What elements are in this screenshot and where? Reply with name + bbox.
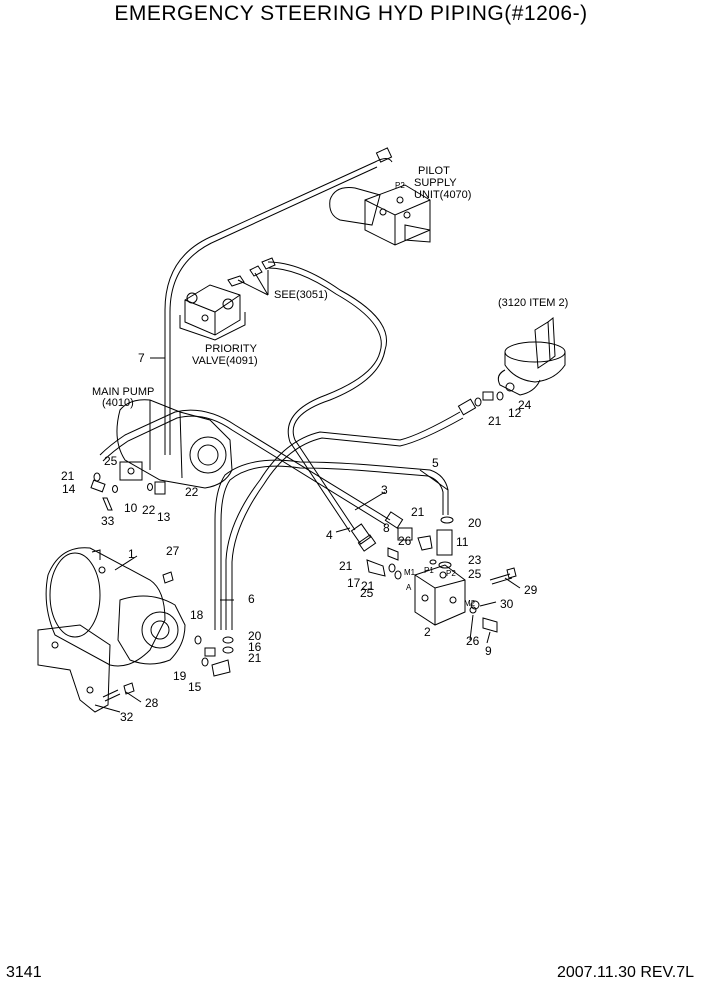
callout: 26 <box>466 634 480 648</box>
callout: 21 <box>248 651 262 665</box>
callout: 25 <box>104 454 118 468</box>
callout: 18 <box>190 608 204 622</box>
callout: 7 <box>138 351 145 365</box>
callout: 23 <box>468 553 482 567</box>
hose-5 <box>214 459 449 630</box>
label-port-m1: M1 <box>404 568 416 577</box>
callout: 33 <box>101 514 115 528</box>
callout: 25 <box>468 567 482 581</box>
callout: 11 <box>456 535 469 549</box>
callout: 9 <box>485 644 492 658</box>
label-see: SEE(3051) <box>274 289 328 301</box>
hose-3 <box>99 409 391 521</box>
callout: 8 <box>383 521 390 535</box>
callout: 21 <box>411 505 425 519</box>
callout: 17 <box>347 576 361 590</box>
callout: 24 <box>518 398 532 412</box>
callout: 20 <box>468 516 482 530</box>
callout: 14 <box>62 482 76 496</box>
callout: 27 <box>166 544 180 558</box>
callout: 29 <box>524 583 538 597</box>
callout: 21 <box>488 414 502 428</box>
hose-4 <box>267 261 387 531</box>
label-supply: SUPPLY <box>414 177 457 189</box>
leader-lines <box>94 270 521 713</box>
callout: 21 <box>61 469 75 483</box>
label-main-pump-ref: (4010) <box>102 397 134 409</box>
emergency-motor-pump <box>45 547 186 667</box>
priority-valve <box>179 257 276 341</box>
label-priority: PRIORITY <box>205 343 258 355</box>
callout: 32 <box>120 710 134 724</box>
callout: 30 <box>500 597 514 611</box>
main-pump <box>116 399 233 489</box>
fittings <box>90 391 517 702</box>
callout: 16 <box>248 640 262 654</box>
pilot-supply-unit <box>329 184 431 246</box>
label-port-m2: M2 <box>464 599 476 608</box>
callout: 19 <box>173 669 187 683</box>
callout: 21 <box>339 559 353 573</box>
page-number: 3141 <box>6 964 42 981</box>
label-pilot: PILOT <box>418 165 450 177</box>
callout-numbers: 1 2 3 4 5 6 7 8 9 10 11 12 13 14 15 16 1… <box>61 351 538 724</box>
diagram-title: EMERGENCY STEERING HYD PIPING(#1206-) <box>114 2 588 25</box>
label-port-p2: P2 <box>446 569 456 578</box>
valve-block-2 <box>414 564 466 626</box>
hose-6 <box>225 411 461 630</box>
callout: 22 <box>142 503 156 517</box>
callout: 12 <box>508 406 522 420</box>
callout: 21 <box>361 579 375 593</box>
callout: 2 <box>424 625 431 639</box>
callout: 5 <box>432 456 439 470</box>
callout: 1 <box>128 547 135 561</box>
label-valve: VALVE(4091) <box>192 355 258 367</box>
callout: 15 <box>188 680 202 694</box>
label-p2-top: P2 <box>395 181 405 190</box>
callout: 20 <box>248 629 262 643</box>
revision-date: 2007.11.30 REV.7L <box>556 964 694 981</box>
callout: 22 <box>185 485 199 499</box>
bracket-32 <box>37 624 111 713</box>
callout: 10 <box>124 501 138 515</box>
label-main-pump: MAIN PUMP <box>92 386 154 398</box>
callout: 6 <box>248 592 255 606</box>
label-3120: (3120 ITEM 2) <box>498 297 568 309</box>
elbow-3120-item2 <box>497 317 566 396</box>
label-unit: UNIT(4070) <box>414 189 471 201</box>
callout: 25 <box>360 586 374 600</box>
callout: 28 <box>145 696 159 710</box>
callout: 4 <box>326 528 333 542</box>
callout: 26 <box>398 534 412 548</box>
label-port-a: A <box>406 583 412 592</box>
callout: 3 <box>381 483 388 497</box>
label-port-p1: P1 <box>424 566 434 575</box>
callout: 13 <box>157 510 171 524</box>
